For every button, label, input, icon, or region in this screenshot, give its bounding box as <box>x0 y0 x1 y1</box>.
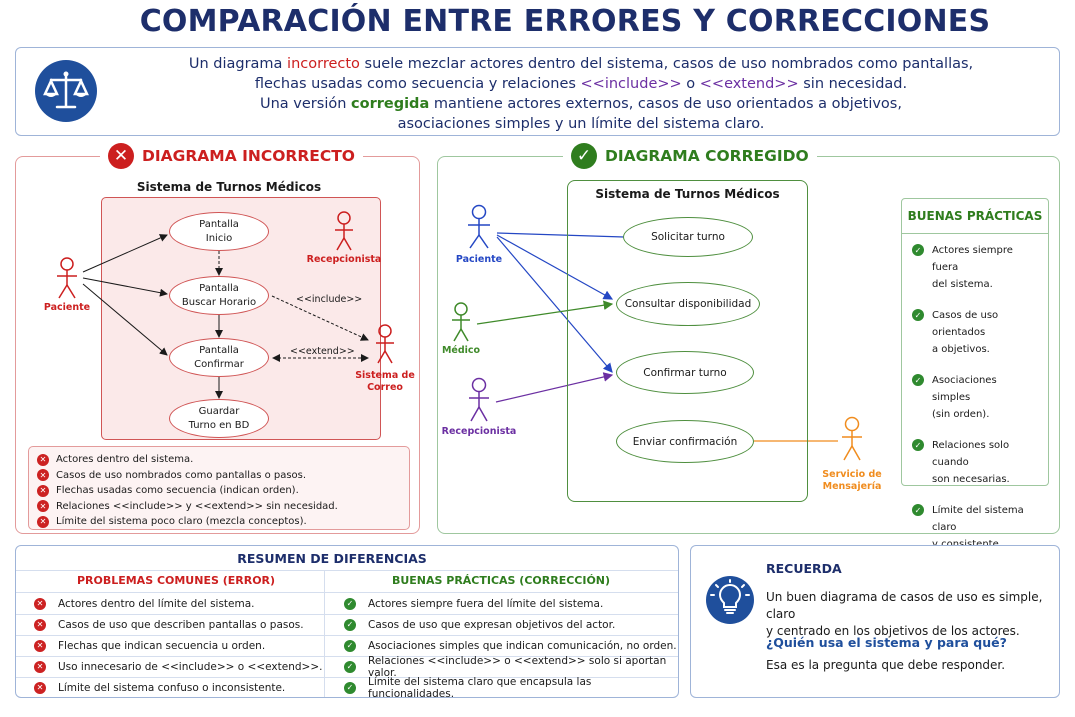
check-icon: ✓ <box>912 439 924 451</box>
actor-recepcionista-incorrect <box>335 211 353 251</box>
remember-title: RECUERDA <box>766 561 842 576</box>
corrected-heading: ✓ DIAGRAMA CORREGIDO <box>563 143 817 169</box>
check-icon: ✓ <box>344 681 356 694</box>
actor-correo-incorrect <box>376 324 394 364</box>
list-item: ✕Relaciones <<include>> y <<extend>> sin… <box>37 499 401 515</box>
best-practices-title: BUENAS PRÁCTICAS <box>907 209 1043 223</box>
error-x-icon: ✕ <box>37 500 49 513</box>
error-x-icon: ✕ <box>34 618 46 631</box>
table-row: ✓Casos de uso que expresan objetivos del… <box>344 614 615 635</box>
error-x-icon: ✕ <box>34 639 46 652</box>
uc-consultar-disponibilidad: Consultar disponibilidad <box>616 282 760 326</box>
table-row: ✓Límite del sistema claro que encapsula … <box>344 676 678 697</box>
remember-box: RECUERDA Un buen diagrama de casos de us… <box>690 545 1060 698</box>
uc-confirmar-turno: Confirmar turno <box>616 351 754 394</box>
check-icon: ✓ <box>571 143 597 169</box>
list-item: ✓Asociaciones simples(sin orden). <box>902 372 1048 423</box>
intro-box: Un diagrama incorrecto suele mezclar act… <box>15 47 1060 136</box>
table-row: ✓Actores siempre fuera del límite del si… <box>344 593 603 614</box>
error-x-icon: ✕ <box>37 515 49 528</box>
corrected-system-label: Sistema de Turnos Médicos <box>595 187 780 201</box>
list-item: ✕Casos de uso nombrados como pantallas o… <box>37 468 401 484</box>
table-row: ✕Actores dentro del límite del sistema. <box>34 593 255 614</box>
error-x-icon: ✕ <box>37 469 49 482</box>
actor-servicio-corrected <box>842 416 862 461</box>
error-x-icon: ✕ <box>108 143 134 169</box>
table-row: ✕Límite del sistema confuso o inconsiste… <box>34 677 285 697</box>
label-recepcionista-corrected: Recepcionista <box>441 426 517 437</box>
lightbulb-icon <box>706 576 754 624</box>
error-x-icon: ✕ <box>34 660 46 673</box>
corrected-system-boundary <box>567 180 808 502</box>
actor-paciente-corrected <box>468 204 490 249</box>
check-icon: ✓ <box>344 618 356 631</box>
label-recepcionista-incorrect: Recepcionista <box>306 254 382 265</box>
remember-answer: Esa es la pregunta que debe responder. <box>766 658 1006 672</box>
remember-question: ¿Quién usa el sistema y para qué? <box>766 635 1007 650</box>
table-row: ✕Flechas que indican secuencia u orden. <box>34 635 265 656</box>
check-icon: ✓ <box>344 639 356 652</box>
actor-medico-corrected <box>452 302 470 342</box>
incorrect-system-label: Sistema de Turnos Médicos <box>136 180 322 194</box>
actor-recepcionista-corrected <box>469 377 489 422</box>
include-label: <<include>> <box>296 294 363 305</box>
page-title: COMPARACIÓN ENTRE ERRORES Y CORRECCIONES <box>139 4 991 39</box>
check-icon: ✓ <box>344 660 356 673</box>
check-icon: ✓ <box>912 504 924 516</box>
check-icon: ✓ <box>912 374 924 386</box>
label-medico-corrected: Médico <box>441 345 481 356</box>
actor-paciente-incorrect <box>57 257 77 299</box>
uc-enviar-confirmacion: Enviar confirmación <box>616 420 754 463</box>
list-item: ✕Límite del sistema poco claro (mezcla c… <box>37 514 401 530</box>
table-row: ✕Uso innecesario de <<include>> o <<exte… <box>34 656 322 677</box>
table-row: ✕Casos de uso que describen pantallas o … <box>34 614 304 635</box>
extend-label: <<extend>> <box>290 346 355 357</box>
summary-box: RESUMEN DE DIFERENCIAS PROBLEMAS COMUNES… <box>15 545 679 698</box>
summary-title: RESUMEN DE DIFERENCIAS <box>237 551 427 566</box>
check-icon: ✓ <box>912 309 924 321</box>
check-icon: ✓ <box>344 597 356 610</box>
uc-solicitar-turno: Solicitar turno <box>623 217 753 257</box>
error-x-icon: ✕ <box>37 453 49 466</box>
list-item: ✕Flechas usadas como secuencia (indican … <box>37 483 401 499</box>
balance-scale-icon <box>35 60 97 122</box>
table-row: ✓Asociaciones simples que indican comuni… <box>344 635 677 656</box>
error-x-icon: ✕ <box>34 681 46 694</box>
error-x-icon: ✕ <box>34 597 46 610</box>
label-paciente-incorrect: Paciente <box>43 302 91 313</box>
summary-practices-title: BUENAS PRÁCTICAS (CORRECCIÓN) <box>391 574 611 587</box>
remember-text: Un buen diagrama de casos de uso es simp… <box>766 590 1043 638</box>
check-icon: ✓ <box>912 244 924 256</box>
label-paciente-corrected: Paciente <box>455 254 503 265</box>
incorrect-heading: ✕ DIAGRAMA INCORRECTO <box>100 143 363 169</box>
intro-text: Un diagrama incorrecto suele mezclar act… <box>188 56 974 132</box>
error-x-icon: ✕ <box>37 484 49 497</box>
table-row: ✓Relaciones <<include>> o <<extend>> sol… <box>344 655 678 679</box>
incorrect-errors-list: ✕Actores dentro del sistema. ✕Casos de u… <box>28 446 410 530</box>
list-item: ✕Actores dentro del sistema. <box>37 452 401 468</box>
summary-problems-title: PROBLEMAS COMUNES (ERROR) <box>76 574 276 587</box>
